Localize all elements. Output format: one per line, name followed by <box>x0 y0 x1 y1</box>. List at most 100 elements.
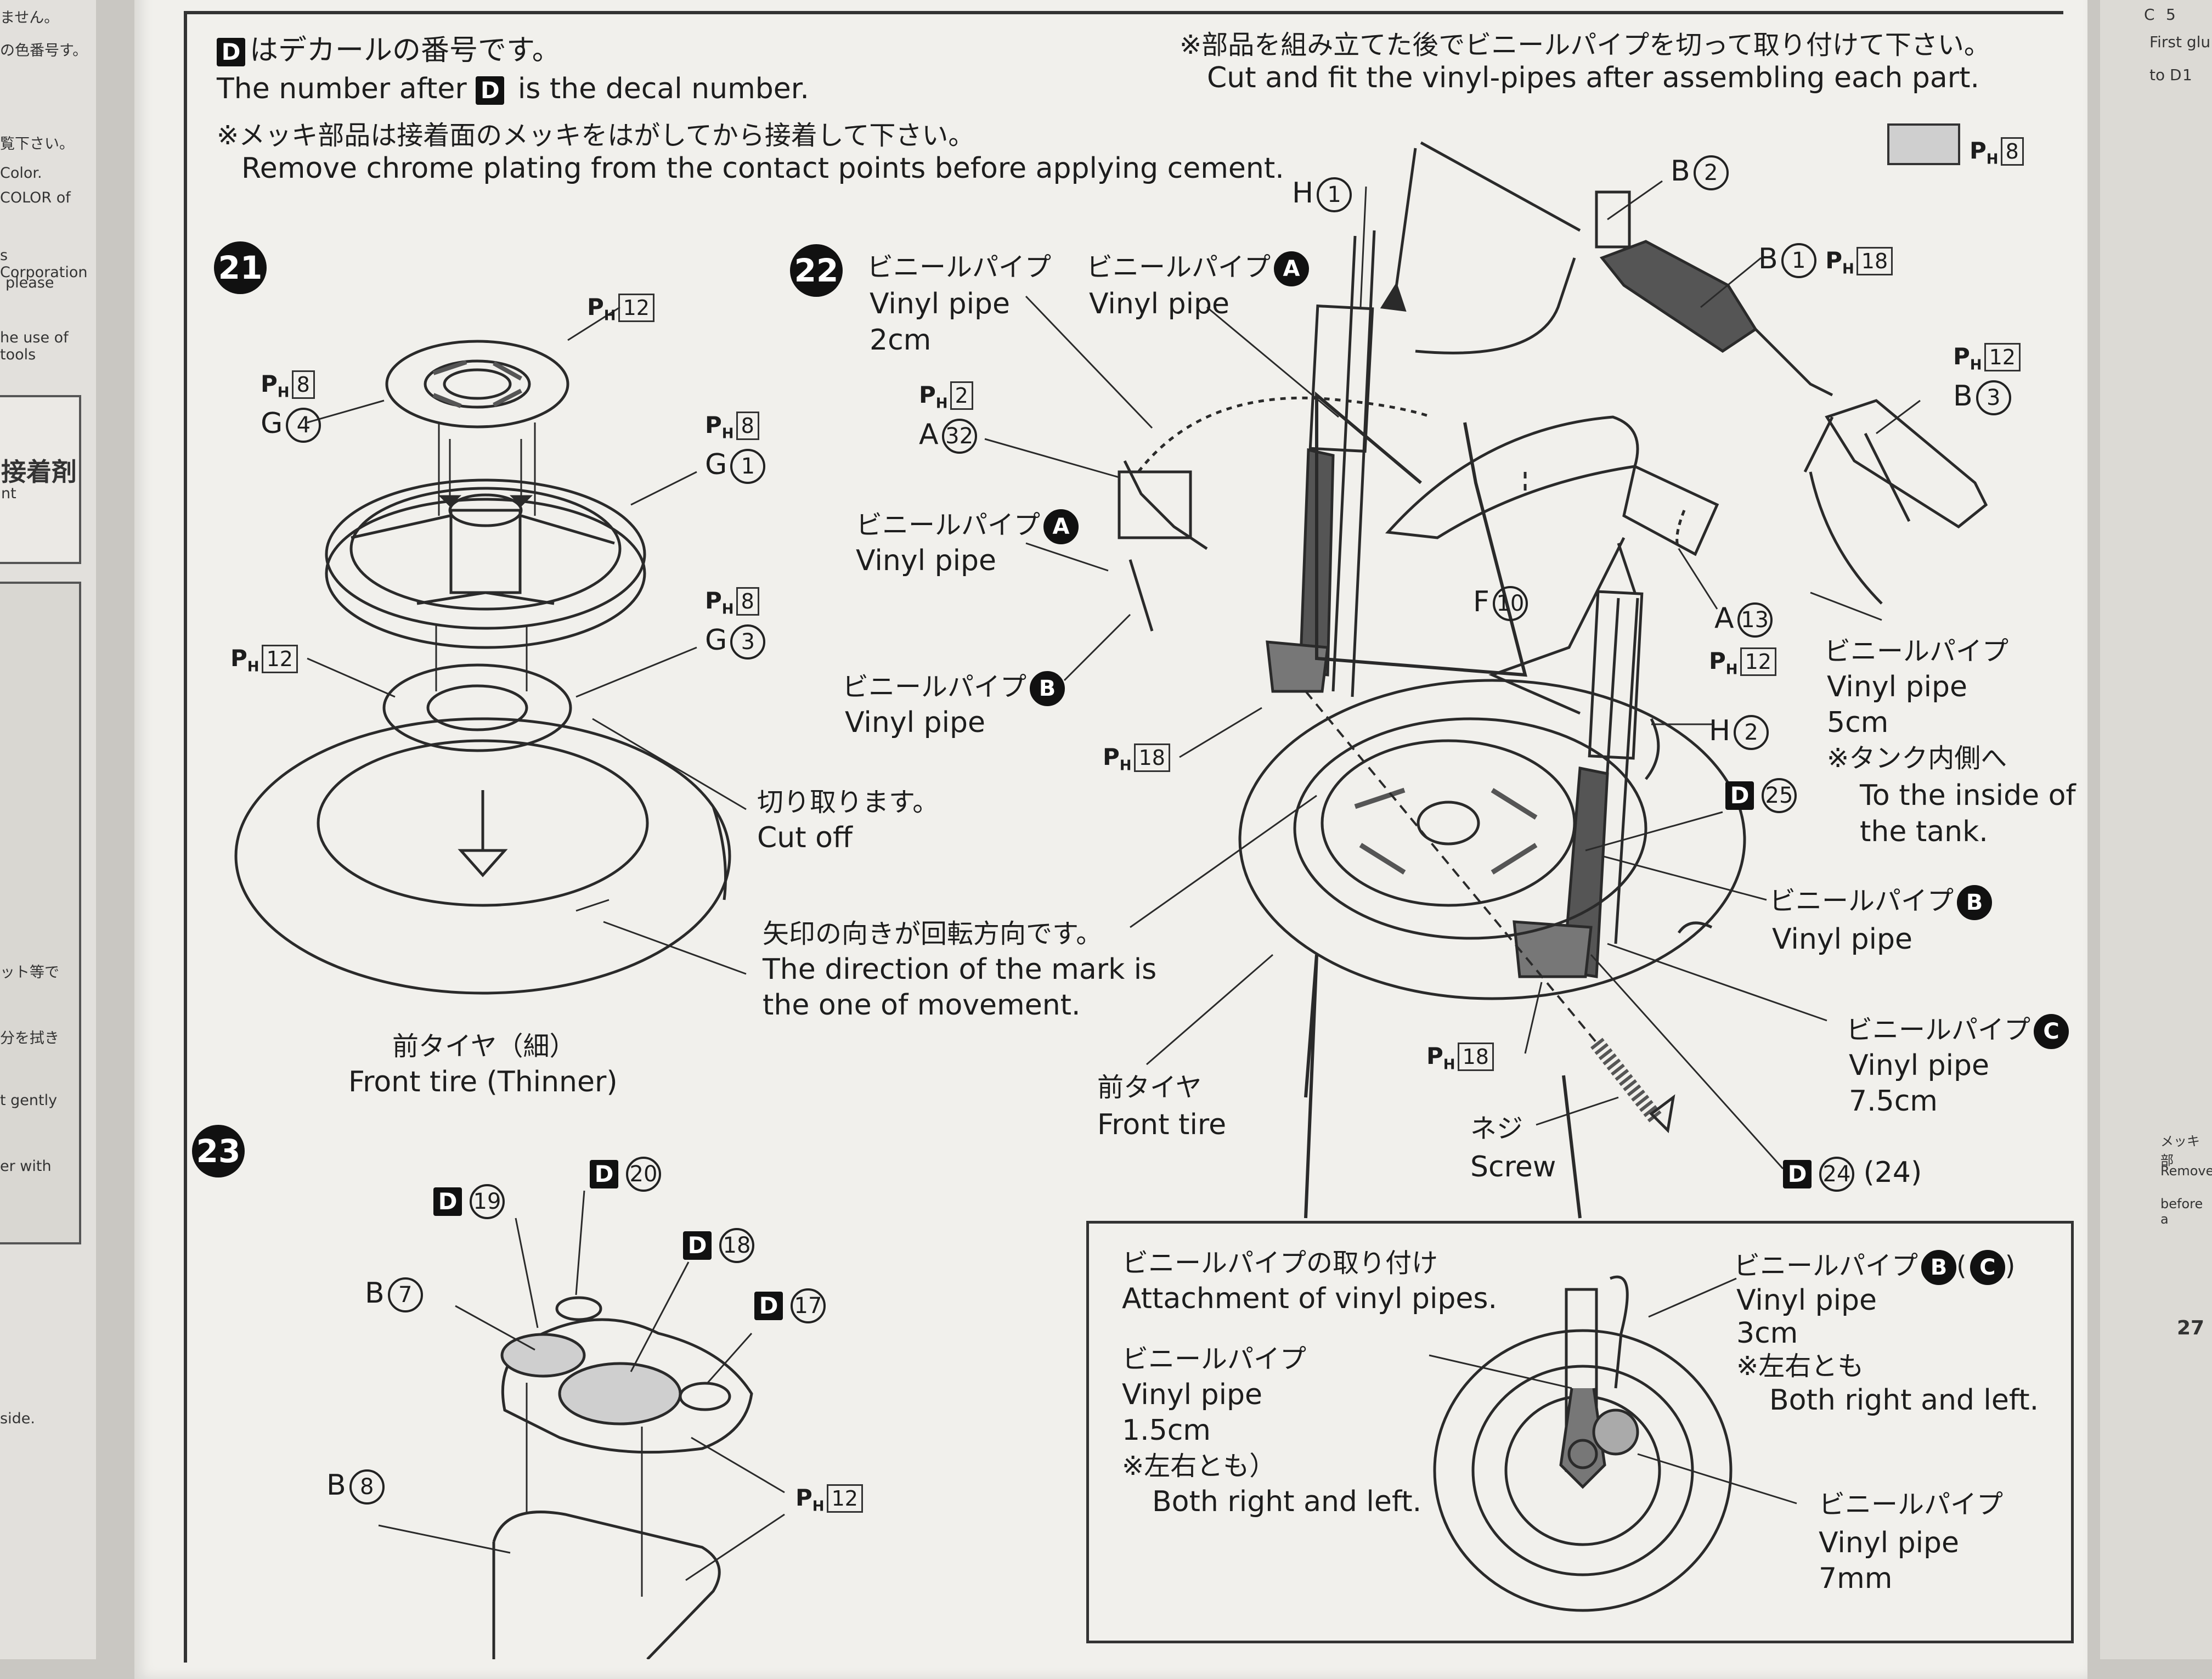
screw-jp: ネジ <box>1470 1113 1523 1144</box>
edge-text: to D <box>2149 66 2182 84</box>
edge-text: t gently <box>0 1092 58 1109</box>
tank-note-jp: ※タンク内側へ <box>1827 743 2007 774</box>
front-tire-thinner-en: Front tire (Thinner) <box>348 1066 618 1098</box>
pipe-15-jp: ビニールパイプ <box>1122 1344 1307 1374</box>
part-number: 2 <box>1734 715 1769 750</box>
brake-disc-bottom <box>382 626 572 752</box>
decal-letter-box: D <box>683 1231 712 1260</box>
part-letter: F <box>1473 585 1489 618</box>
part-number: 10 <box>1492 586 1528 621</box>
paint-code: 2 <box>950 381 973 410</box>
decal-letter-box: D <box>590 1160 618 1188</box>
vinyl-pipe-c-length: 7.5cm <box>1849 1085 1938 1118</box>
part-letter: B <box>1758 243 1778 275</box>
decal-note-en: The number after D is the decal number. <box>217 71 809 106</box>
left-page-edge: ません。 の色番号す。 覧下さい。 Color. COLOR of s Corp… <box>0 0 96 1659</box>
vinyl-note-en: Cut and fit the vinyl-pipes after assemb… <box>1207 61 1980 94</box>
edge-text: please <box>5 274 54 291</box>
vinyl-pipe-5cm-en: Vinyl pipe <box>1827 671 1968 703</box>
cut-off-jp: 切り取ります。 <box>757 787 939 818</box>
part-number: 7 <box>387 1277 423 1312</box>
decal-number: 24 <box>1819 1157 1854 1192</box>
front-tire-thinner <box>234 717 731 995</box>
wheel-rim <box>325 422 646 649</box>
rotation-note-en-2: the one of movement. <box>763 989 1081 1022</box>
inset-line-art <box>1429 1275 1797 1612</box>
front-tire-thinner-jp: 前タイヤ（細） <box>392 1031 576 1062</box>
vinyl-pipe-b2-jp-text: ビニールパイプ <box>1769 886 1954 916</box>
page-number: 27 <box>2177 1317 2205 1339</box>
pipe-7mm-length: 7mm <box>1819 1562 1893 1595</box>
part-letter: G <box>261 407 283 440</box>
paint-code: 12 <box>1740 647 1776 676</box>
edge-text: 接着剤 <box>1 457 77 487</box>
edge-text: メッキ部 <box>2160 1134 2200 1168</box>
part-number: 4 <box>286 408 321 443</box>
vinyl-pipe-a2-en: Vinyl pipe <box>856 544 997 577</box>
cut-off-en: Cut off <box>757 821 853 854</box>
edge-text: Color. <box>0 165 42 182</box>
edge-text: 1 <box>2182 66 2192 84</box>
decal-letter-box: D <box>1783 1160 1812 1188</box>
part-number: 1 <box>1317 177 1352 212</box>
edge-text: 覧下さい。 <box>0 136 74 153</box>
decal-note-jp-text: はデカールの番号です。 <box>250 34 561 67</box>
vinyl-pipe-a-en: Vinyl pipe <box>1089 288 1230 320</box>
pipe-15-length: 1.5cm <box>1122 1414 1211 1447</box>
edge-text: nt <box>1 485 16 502</box>
part-number: 32 <box>941 419 977 454</box>
instruction-panel-border <box>184 11 2063 1663</box>
part-letter: B <box>365 1277 385 1310</box>
tank-note-en-1: To the inside of <box>1860 779 2076 812</box>
vinyl-pipe-2cm-en: Vinyl pipe <box>870 288 1011 320</box>
edge-text: er with <box>0 1158 52 1175</box>
pipe-15-note-jp: ※左右とも） <box>1122 1451 1276 1481</box>
chrome-note-jp: ※メッキ部品は接着面のメッキをはがしてから接着して下さい。 <box>217 120 975 151</box>
paint-code: 8 <box>291 370 315 399</box>
pipe-letter: B <box>1921 1250 1957 1285</box>
pipe-15-note-en: Both right and left. <box>1152 1485 1422 1518</box>
decal-number: 25 <box>1762 778 1797 813</box>
decal-number: 17 <box>791 1288 826 1323</box>
vinyl-note-jp: ※部品を組み立てた後でビニールパイプを切って取り付けて下さい。 <box>1180 30 1990 60</box>
part-letter: G <box>705 624 727 657</box>
edge-text: before a <box>2160 1196 2203 1227</box>
part-letter: B <box>326 1469 346 1502</box>
pipe-letter: B <box>1957 885 1993 920</box>
part-letter: G <box>705 448 727 481</box>
edge-box <box>0 582 81 1244</box>
decal-letter-box: D <box>754 1292 783 1320</box>
vinyl-pipe-b2-en: Vinyl pipe <box>1772 923 1913 956</box>
edge-box: 接着剤 nt <box>0 395 81 564</box>
pipe-bc-note-jp: ※左右とも <box>1736 1351 1864 1382</box>
edge-text: COLOR of <box>0 189 71 206</box>
paint-code: 18 <box>1133 743 1170 772</box>
paint-code: 8 <box>736 412 759 440</box>
edge-text: First glu <box>2149 33 2211 51</box>
pipe-bc-note-en: Both right and left. <box>1769 1384 2039 1417</box>
rotation-note-en-1: The direction of the mark is <box>763 953 1157 986</box>
pipe-letter: A <box>1043 509 1079 544</box>
vinyl-pipe-c-en: Vinyl pipe <box>1849 1049 1990 1082</box>
vinyl-pipe-2cm-jp: ビニールパイプ <box>867 252 1052 283</box>
edge-text: side. <box>0 1410 35 1427</box>
